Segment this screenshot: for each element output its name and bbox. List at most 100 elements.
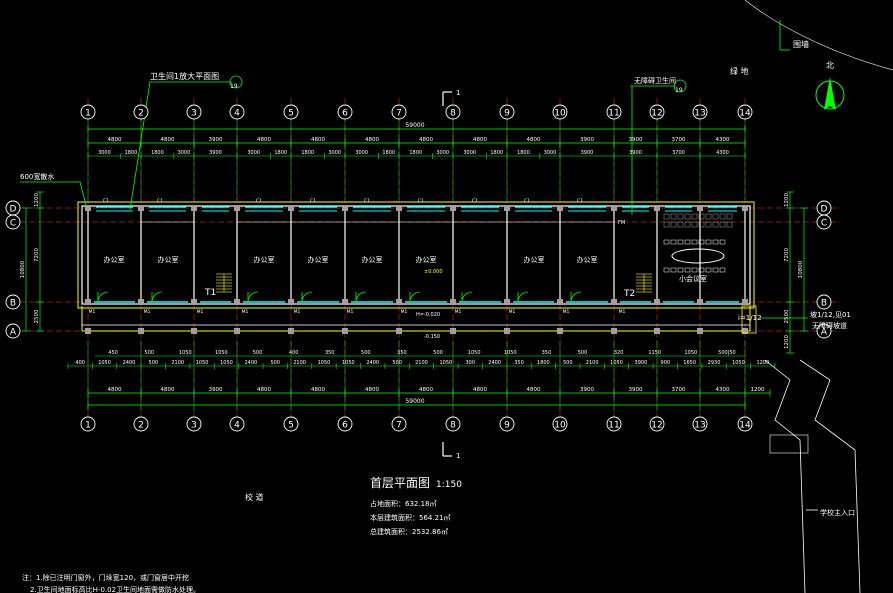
dim-bottom-detail-label: 350: [514, 360, 524, 366]
dim-top-detail-label: 4300: [716, 150, 729, 156]
window-tag: C1: [103, 198, 109, 204]
dim-bottom-mid-label: 1050: [179, 350, 192, 356]
door-swing: [301, 291, 313, 303]
dim-bottom-bay-label: 4800: [527, 387, 541, 393]
axis-bubble-top-label: 2: [138, 109, 144, 119]
dim-top-detail-label: 3000: [544, 150, 557, 156]
dim-bottom-mid-label: 450: [108, 350, 118, 356]
axis-bubble-left: [5, 294, 21, 310]
dim-top-bay-label: 3700: [672, 137, 686, 143]
chair: [712, 239, 719, 245]
axis-bubble-left-label: D: [10, 205, 17, 215]
dim-bottom-bay-label: 3900: [209, 387, 223, 393]
chair: [677, 239, 684, 245]
callout-bubble: [229, 75, 243, 89]
dim-bottom-mid-label: 1150: [648, 350, 661, 356]
axis-bubble-bottom-label: 3: [191, 421, 197, 431]
axis-bubble-bottom-label: 13: [694, 421, 705, 431]
column: [654, 299, 660, 305]
dim-bottom-detail-label: 2400: [366, 360, 379, 366]
meeting-room-label: 小会议室: [679, 274, 707, 283]
dim-top-detail-label: 1800: [301, 150, 314, 156]
axis-bubble-bottom: [606, 416, 622, 432]
chair: [705, 267, 712, 273]
column: [138, 205, 144, 211]
axis-bubble-bottom: [445, 416, 461, 432]
axis-bubble-top: [133, 104, 149, 120]
seat: [712, 213, 719, 220]
dim-bottom-bay-label: 4800: [311, 387, 325, 393]
axis-bubble-left-label: C: [10, 219, 16, 229]
dim-bottom-mid-label: 500: [253, 350, 263, 356]
axis-bubble-bottom: [283, 416, 299, 432]
dim-left-total-label: 10800: [20, 260, 26, 278]
axis-bubble-top-label: 9: [504, 109, 510, 119]
stat-floor-area: 本层建筑面积：564.21㎡: [370, 513, 451, 522]
dim-right-label: 1200: [784, 335, 790, 349]
column: [234, 205, 240, 211]
dim-bottom-mid-label: 1050: [468, 350, 481, 356]
dim-bottom-detail-label: 2100: [293, 360, 306, 366]
fence-label: 围墙: [793, 39, 809, 49]
dim-bottom-detail-label: 500: [392, 360, 402, 366]
seat: [726, 221, 733, 228]
column: [742, 205, 748, 211]
column: [654, 328, 660, 334]
axis-bubble-bottom: [649, 416, 665, 432]
dim-bottom-bay-label: 4800: [365, 387, 379, 393]
dim-top-detail-label: 3900: [629, 150, 642, 156]
seat: [698, 221, 705, 228]
door-tag: M1: [197, 309, 204, 315]
axis-bubble-bottom-label: 7: [396, 421, 402, 431]
entrance-label: 学校主入口: [820, 508, 855, 517]
dim-bottom-detail-label: 1050: [318, 360, 331, 366]
stat-total-area: 总建筑面积：2532.86㎡: [370, 527, 448, 536]
axis-bubble-bottom: [229, 416, 245, 432]
dim-top-detail-label: 3000: [436, 150, 449, 156]
room-label: 办公室: [577, 255, 598, 264]
seat: [705, 213, 712, 220]
axis-bubble-bottom: [133, 416, 149, 432]
dim-bottom-bay-label: 3900: [629, 387, 643, 393]
dim-bottom-detail-label: 1050: [220, 360, 233, 366]
door-swing: [461, 291, 473, 303]
dim-bottom-mid-label: 500: [578, 350, 588, 356]
column: [138, 328, 144, 334]
column: [557, 328, 563, 334]
lawn-label: 绿 地: [730, 66, 749, 76]
dim-bottom-bay-label: 1200: [751, 387, 765, 393]
column: [288, 205, 294, 211]
window-tag: C1: [577, 198, 583, 204]
seat: [677, 221, 684, 228]
door-tag: M1: [509, 309, 516, 315]
door-fm: FM: [618, 220, 625, 226]
chair: [670, 239, 677, 245]
dim-top-detail-label: 3700: [672, 150, 685, 156]
column: [191, 205, 197, 211]
chair: [719, 239, 726, 245]
dim-bottom-mid-label: 320: [614, 350, 624, 356]
dim-top-detail-label: 1800: [517, 150, 530, 156]
dim-bottom-detail-label: 500: [270, 360, 280, 366]
washroom-note: 卫生间1放大平面图: [150, 71, 219, 81]
dim-bottom-bay-label: 4800: [161, 387, 175, 393]
chair: [691, 239, 698, 245]
column: [742, 299, 748, 305]
room-label: 办公室: [254, 255, 275, 264]
door-tag: M1: [242, 309, 249, 315]
column: [611, 205, 617, 211]
elev-outdoor: -0.150: [424, 334, 440, 340]
outer-wall: [81, 205, 751, 305]
axis-bubble-top: [337, 104, 353, 120]
dim-top-bay-label: 4800: [473, 137, 487, 143]
axis-bubble-top-label: 8: [450, 109, 456, 119]
door-swing: [409, 291, 421, 303]
column: [396, 299, 402, 305]
dim-top-bay-label: 4800: [527, 137, 541, 143]
chair: [705, 239, 712, 245]
stair-t1: T1: [204, 288, 216, 298]
axis-bubble-bottom: [552, 416, 568, 432]
axis-bubble-bottom-label: 14: [739, 421, 751, 431]
dim-bottom-bay-label: 4300: [716, 387, 730, 393]
